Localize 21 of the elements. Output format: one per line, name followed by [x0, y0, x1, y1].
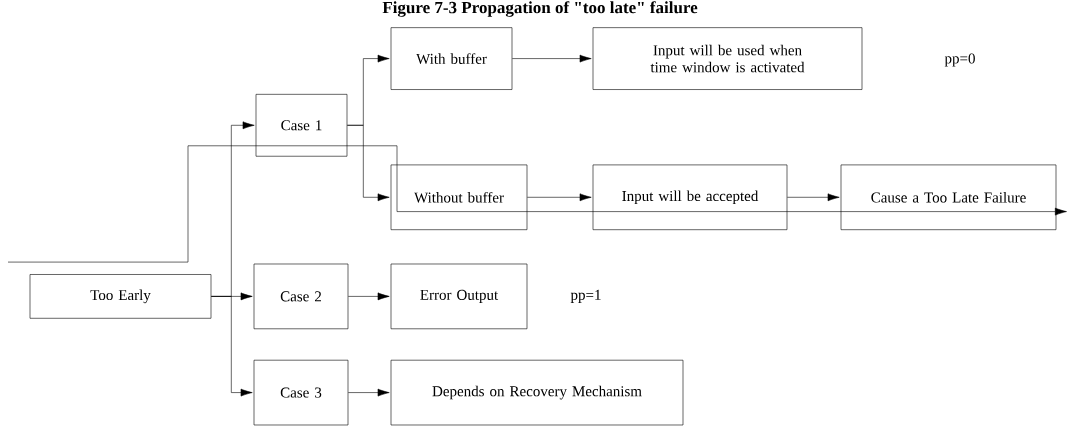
- figure-title: Figure 7-3 Propagation of "too late" failure: [382, 1, 698, 17]
- process-box: Cause a Too Late Failure: [840, 164, 1057, 230]
- note-label: pp=1: [570, 289, 601, 303]
- process-box: Error Output: [390, 263, 528, 330]
- arrow: [348, 388, 390, 397]
- process-box: Depends on Recovery Mechanism: [390, 359, 684, 426]
- arrow: [527, 193, 592, 202]
- process-box: Input will be accepted: [592, 164, 788, 230]
- note-label: pp=0: [944, 53, 975, 67]
- arrow: [512, 54, 592, 63]
- process-box: Case 2: [253, 263, 349, 330]
- arrow: [211, 296, 253, 397]
- process-box: Case 3: [253, 359, 349, 426]
- arrow: [787, 193, 840, 202]
- process-box: Input will be used when time window is activated: [592, 27, 863, 90]
- process-box: With buffer: [390, 27, 513, 90]
- process-box: Without buffer: [390, 164, 528, 230]
- arrow: [348, 292, 390, 301]
- process-box: Case 1: [255, 94, 348, 157]
- arrow: [347, 125, 390, 202]
- process-box: Too Early: [29, 274, 212, 319]
